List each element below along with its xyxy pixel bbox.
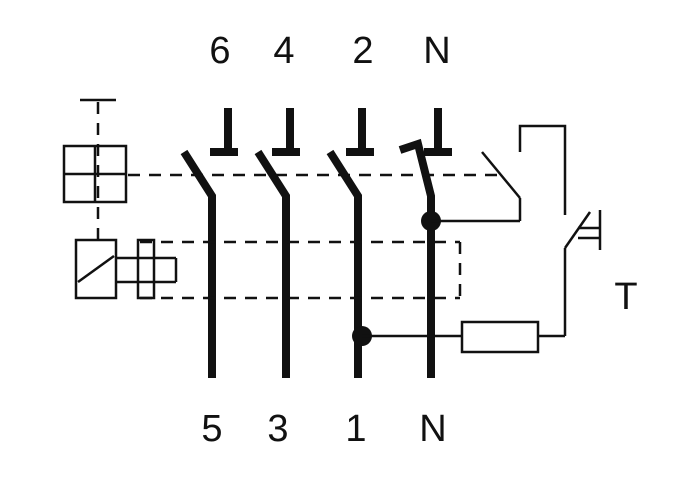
test-button-symbol bbox=[578, 210, 602, 250]
bottom-terminal-label-1: 5 bbox=[201, 408, 223, 450]
bottom-terminal-label-3: 1 bbox=[345, 408, 367, 450]
test-button-label: T bbox=[614, 276, 638, 318]
top-terminals bbox=[210, 108, 452, 156]
terminal-contact-2 bbox=[346, 108, 374, 156]
mechanical-linkage bbox=[80, 98, 500, 240]
terminal-contact-n bbox=[424, 108, 452, 156]
top-terminal-label-1: 6 bbox=[209, 30, 231, 72]
relay-coil bbox=[74, 238, 178, 300]
pole-5-6 bbox=[180, 149, 216, 378]
test-circuit bbox=[352, 124, 602, 354]
top-terminal-label-3: 2 bbox=[352, 30, 374, 72]
current-transformer bbox=[140, 240, 462, 300]
pole-n bbox=[398, 138, 435, 378]
terminal-contact-6 bbox=[210, 108, 238, 156]
bottom-terminal-label-2: 3 bbox=[267, 408, 289, 450]
top-terminal-label-2: 4 bbox=[273, 30, 295, 72]
bottom-terminal-label-4: N bbox=[419, 408, 447, 450]
test-resistor bbox=[460, 320, 540, 354]
pole-1-2 bbox=[326, 149, 362, 378]
terminal-contact-4 bbox=[272, 108, 300, 156]
switch-poles bbox=[180, 138, 435, 378]
pole-3-4 bbox=[254, 149, 290, 378]
trip-mechanism-symbol bbox=[62, 144, 128, 204]
top-terminal-label-4: N bbox=[423, 30, 451, 72]
